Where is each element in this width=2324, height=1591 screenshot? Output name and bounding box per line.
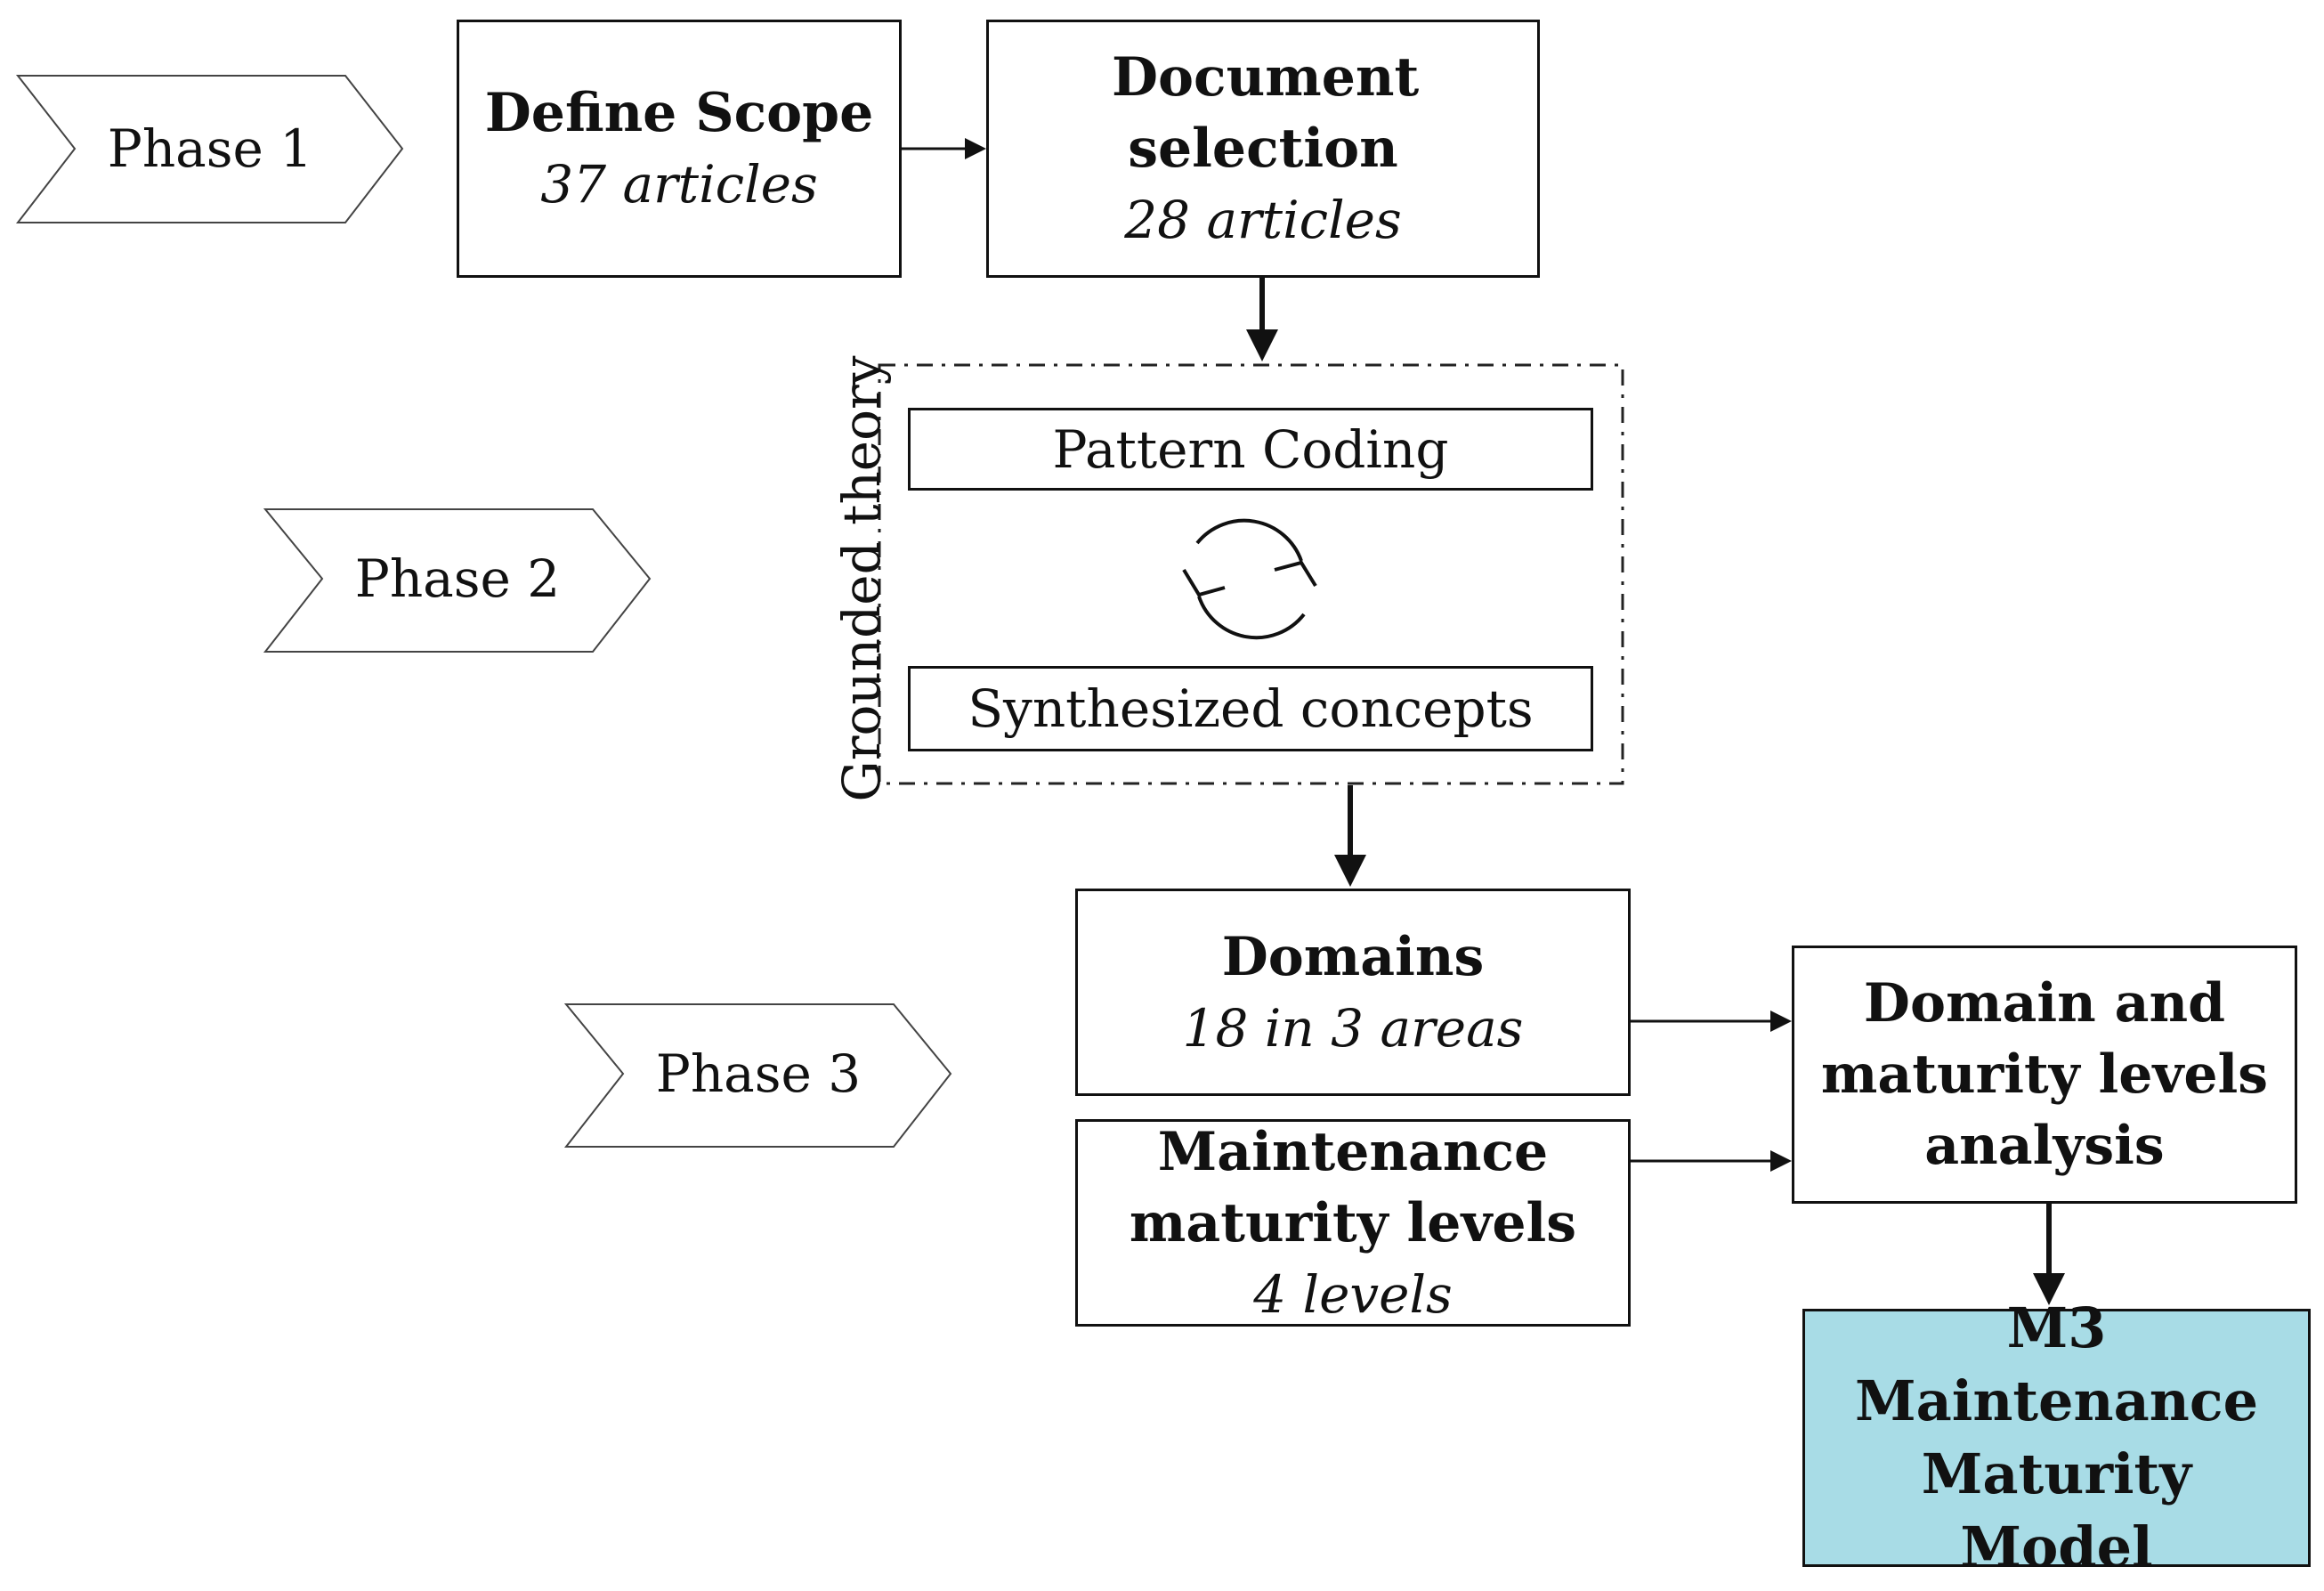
define-scope-box: Define Scope 37 articles (457, 20, 902, 278)
analysis-box: Domain and maturity levels analysis (1792, 946, 2297, 1204)
phase-1-chevron (15, 75, 404, 223)
m3-model-box: M3 Maintenance Maturity Model (1802, 1295, 2311, 1579)
analysis-title: Domain and maturity levels analysis (1820, 972, 2269, 1177)
synthesized-concepts-box: Synthesized concepts (908, 666, 1593, 751)
m3-model-title: M3 Maintenance Maturity Model (1854, 1295, 2259, 1579)
phase-3-chevron (563, 1003, 952, 1148)
phase-3-label: Phase 3 (655, 1043, 862, 1104)
phase-2-chevron (263, 508, 652, 653)
maturity-levels-box: Maintenance maturity levels 4 levels (1075, 1119, 1631, 1327)
document-selection-count: 28 articles (1124, 190, 1402, 250)
domains-title: Domains (1221, 925, 1485, 988)
grounded-theory-label: Grounded theory (831, 355, 892, 802)
phase-2-label: Phase 2 (354, 548, 561, 609)
maturity-levels-title: Maintenance maturity levels (1129, 1120, 1577, 1254)
document-selection-title: Document selection (1112, 46, 1420, 180)
grounded-theory-frame (878, 363, 1624, 785)
domains-count: 18 in 3 areas (1182, 997, 1524, 1059)
define-scope-title: Define Scope (484, 82, 874, 144)
domains-box: Domains 18 in 3 areas (1075, 889, 1631, 1096)
cycle-arrows-icon (1182, 518, 1317, 640)
document-selection-box: Document selection 28 articles (986, 20, 1540, 278)
define-scope-count: 37 articles (540, 154, 818, 215)
maturity-levels-count: 4 levels (1253, 1263, 1453, 1325)
phase-1-label: Phase 1 (107, 118, 313, 179)
pattern-coding-box: Pattern Coding (908, 408, 1593, 491)
